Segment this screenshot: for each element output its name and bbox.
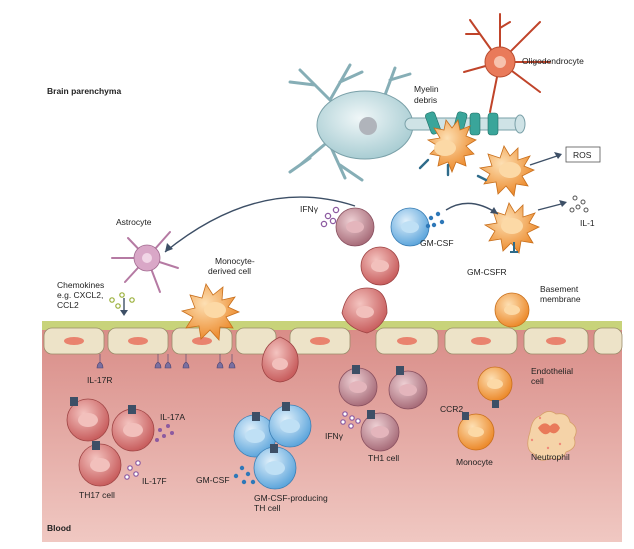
label-chemokines-2: e.g. CXCL2, [57,290,103,300]
label-astrocyte: Astrocyte [116,217,152,227]
tcell-receptors [70,365,404,453]
label-th17: TH17 cell [79,490,115,500]
label-gmcsf-producing-1: GM-CSF-producing [254,493,328,503]
gmcsf-dots-top [425,211,445,229]
monocyte-membrane [494,292,530,328]
label-ifng-top: IFNγ [300,204,319,214]
transmigrating-cells [261,287,388,383]
th1-cells [338,367,428,452]
label-basement-2: membrane [540,294,581,304]
il17f-dots [124,460,141,480]
th17-cells [66,398,155,487]
label-il17a: IL-17A [160,412,185,422]
region-label-blood: Blood [47,523,71,533]
tcells-parenchyma [335,207,430,286]
gmcsf-dots-bottom [233,465,256,485]
macrophage-myelin [426,119,477,174]
macrophage-ros [478,145,535,197]
label-gmcsf-producing-2: TH cell [254,503,281,513]
oligodendrocyte [463,13,551,113]
label-neutrophil: Neutrophil [531,452,570,462]
label-il17f: IL-17F [142,476,167,486]
label-ccr2: CCR2 [440,404,463,414]
label-monocyte-derived-2: derived cell [208,266,251,276]
label-monocyte: Monocyte [456,457,493,467]
label-gmcsf-bottom: GM-CSF [196,475,230,485]
macrophage-receptors [418,158,488,182]
label-debris: debris [414,95,437,105]
il17a-dots [155,424,174,442]
label-il17r: IL-17R [87,375,113,385]
ifng-dots-top [320,206,340,228]
label-oligodendrocyte: Oligodendrocyte [522,56,584,66]
label-myelin: Myelin [414,84,439,94]
monocyte-blood [457,366,513,451]
endothelial-layer [43,327,623,355]
label-chemokines-3: CCL2 [57,300,79,310]
ifng-dots-bottom [340,411,361,429]
label-endothelial-1: Endothelial [531,366,573,376]
label-monocyte-derived-1: Monocyte- [215,256,255,266]
macrophage-gmcsfr [483,202,540,254]
basement-membrane [42,321,622,330]
astrocyte [111,231,179,293]
label-gmcsf-top: GM-CSF [420,238,454,248]
label-il1: IL-1 [580,218,595,228]
label-endothelial-2: cell [531,376,544,386]
label-basement-1: Basement [540,284,579,294]
region-label-parenchyma: Brain parenchyma [47,86,121,96]
neutrophil [527,411,577,461]
label-ros: ROS [573,150,592,160]
arrowheads [120,152,567,316]
label-gmcsfr: GM-CSFR [467,267,507,277]
label-ifng-bottom: IFNγ [325,431,344,441]
label-chemokines-1: Chemokines [57,280,104,290]
gmcsf-producing-cells [233,404,312,490]
chemokine-dots [109,292,135,309]
il17r-receptors [96,354,236,369]
monocyte-derived-cell [180,283,241,341]
label-th1: TH1 cell [368,453,399,463]
il1-dots [569,195,589,213]
ros-box [565,146,601,163]
